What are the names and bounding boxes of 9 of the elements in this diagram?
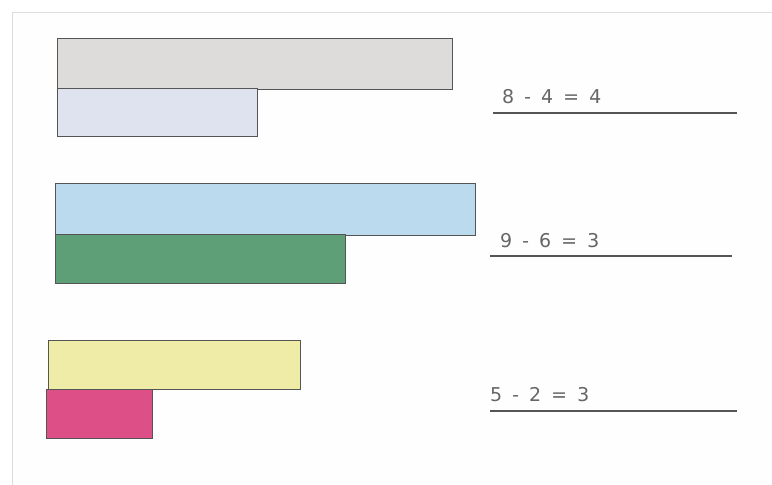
equation: 8 - 4 = 4 (502, 86, 604, 108)
bar-shape (57, 88, 258, 137)
bar-shape (55, 183, 476, 236)
bar-shape (57, 38, 453, 90)
bar-shape (55, 234, 346, 284)
bar-shape (48, 340, 301, 390)
equation: 9 - 6 = 3 (500, 230, 602, 252)
bar-shape (46, 389, 153, 439)
equation: 5 - 2 = 3 (490, 384, 592, 406)
